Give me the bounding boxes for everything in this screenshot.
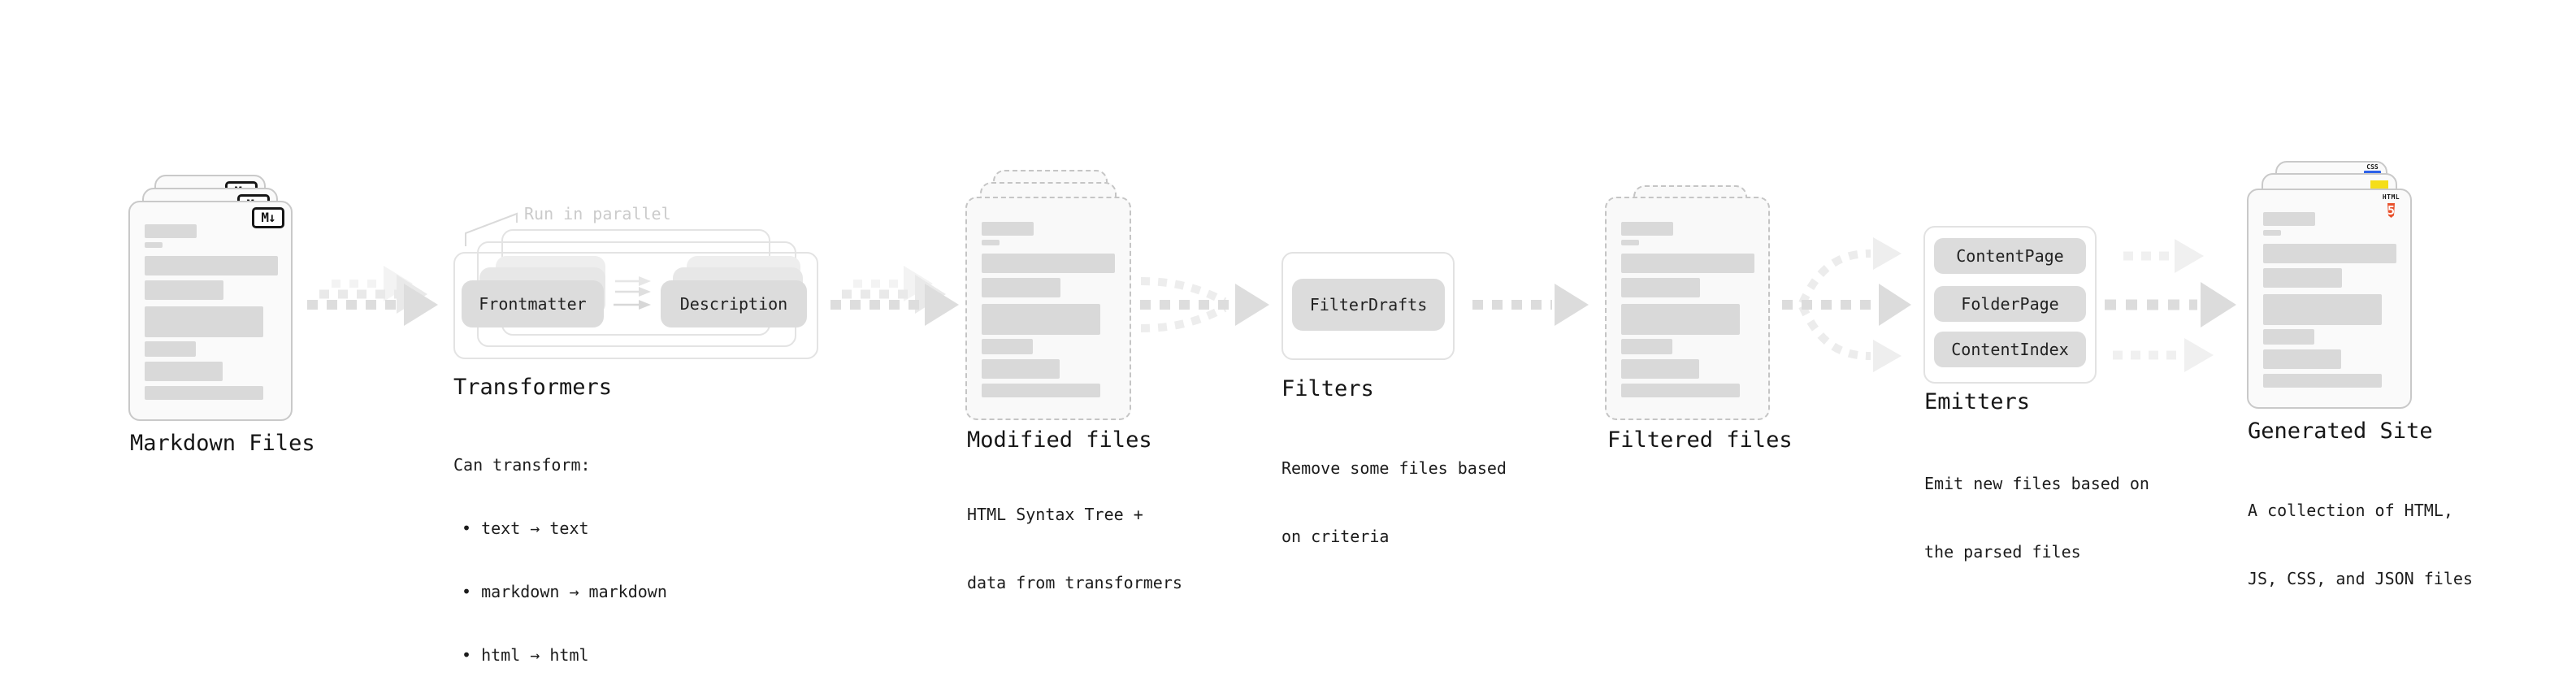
skeleton-bar [1621, 384, 1740, 397]
skeleton-bar [2263, 294, 2382, 325]
arrow-markdown-to-transformers [307, 266, 438, 326]
contentpage-pill: ContentPage [1934, 238, 2086, 274]
emitters-description: Emit new files based on the parsed files [1924, 427, 2149, 609]
transformers-description: Can transform: • text → text • markdown … [453, 412, 667, 681]
skeleton-bar [1621, 304, 1740, 335]
generated-desc-line: JS, CSS, and JSON files [2248, 569, 2473, 588]
emitters-title: Emitters [1924, 389, 2031, 414]
skeleton-bar [1621, 278, 1700, 297]
arrow-filtered-to-emitters [1782, 237, 1911, 372]
skeleton-bar [145, 386, 263, 400]
arrow-emitters-to-generated [2105, 239, 2236, 372]
skeleton-bar [982, 304, 1100, 335]
skeleton-bar [2263, 244, 2396, 263]
skeleton-bar [982, 384, 1100, 397]
arrow-filters-to-filtered [1472, 284, 1589, 326]
emitters-desc-line: the parsed files [1924, 542, 2081, 562]
skeleton-bar [2263, 329, 2314, 345]
modified-files-title: Modified files [967, 427, 1152, 453]
skeleton-bar [145, 256, 278, 275]
js-file-icon [2370, 180, 2388, 190]
skeleton-bar [2263, 212, 2315, 226]
transformer-frame-front [453, 252, 818, 359]
emitters-desc-line: Emit new files based on [1924, 474, 2149, 493]
transformers-title: Transformers [453, 375, 613, 400]
transform-bullet: • markdown → markdown [462, 582, 667, 601]
skeleton-bar [1621, 359, 1699, 379]
filtered-file-card-front [1605, 197, 1770, 420]
run-in-parallel-callout-line [465, 212, 518, 246]
css-icon-label: CSS [2366, 163, 2379, 171]
skeleton-bar [145, 280, 223, 300]
run-in-parallel-annotation: Run in parallel [524, 204, 671, 223]
arrow-modified-to-filters [1140, 277, 1269, 332]
generated-desc-line: A collection of HTML, [2248, 501, 2453, 520]
skeleton-bar [2263, 374, 2382, 388]
skeleton-bar [1621, 240, 1639, 245]
skeleton-bar [2263, 230, 2281, 236]
skeleton-bar [145, 306, 263, 337]
html5-icon-label: HTML [2382, 193, 2400, 201]
markdown-file-card-front: M↓ [128, 201, 293, 421]
skeleton-bar [145, 341, 196, 357]
transform-bullet: • html → html [462, 645, 589, 665]
filtered-files-title: Filtered files [1607, 427, 1793, 453]
contentindex-pill: ContentIndex [1934, 332, 2086, 367]
skeleton-bar [982, 339, 1033, 354]
filters-desc-line: on criteria [1281, 527, 1390, 546]
html5-icon: HTML 5 [2381, 194, 2401, 220]
generated-file-card-front: HTML 5 [2247, 189, 2412, 409]
modified-desc-line: data from transformers [967, 573, 1182, 592]
skeleton-bar [2263, 268, 2342, 288]
modified-file-card-front [965, 197, 1131, 420]
frontmatter-pill: Frontmatter [462, 280, 604, 327]
skeleton-bar [1621, 254, 1754, 273]
transform-bullet: • text → text [462, 518, 589, 538]
skeleton-bar [982, 240, 1000, 245]
skeleton-bar [145, 362, 223, 381]
css-icon-underline [2364, 171, 2381, 174]
skeleton-bar [2263, 349, 2341, 369]
markdown-icon: M↓ [252, 207, 284, 228]
modified-desc-line: HTML Syntax Tree + [967, 505, 1143, 524]
arrow-frontmatter-to-description [614, 276, 651, 310]
description-pill: Description [661, 280, 807, 327]
skeleton-bar [1621, 339, 1672, 354]
skeleton-bar [145, 242, 163, 248]
arrow-transformers-to-modified [830, 266, 959, 326]
html5-icon-shield: 5 [2387, 203, 2396, 218]
skeleton-bar [982, 278, 1060, 297]
can-transform-heading: Can transform: [453, 455, 591, 475]
css-file-icon: CSS [2364, 163, 2381, 174]
filters-title: Filters [1281, 376, 1374, 401]
filterdrafts-pill: FilterDrafts [1292, 279, 1445, 331]
skeleton-bar [982, 359, 1060, 379]
generated-site-title: Generated Site [2248, 419, 2433, 444]
skeleton-bar [982, 222, 1034, 236]
filters-desc-line: Remove some files based [1281, 458, 1507, 478]
modified-files-description: HTML Syntax Tree + data from transformer… [967, 458, 1182, 640]
markdown-files-title: Markdown Files [130, 431, 315, 456]
skeleton-bar [982, 254, 1115, 273]
generated-site-description: A collection of HTML, JS, CSS, and JSON … [2248, 453, 2473, 635]
skeleton-bar [1621, 222, 1673, 236]
folderpage-pill: FolderPage [1934, 286, 2086, 322]
filters-description: Remove some files based on criteria [1281, 411, 1507, 593]
skeleton-bar [145, 224, 197, 238]
